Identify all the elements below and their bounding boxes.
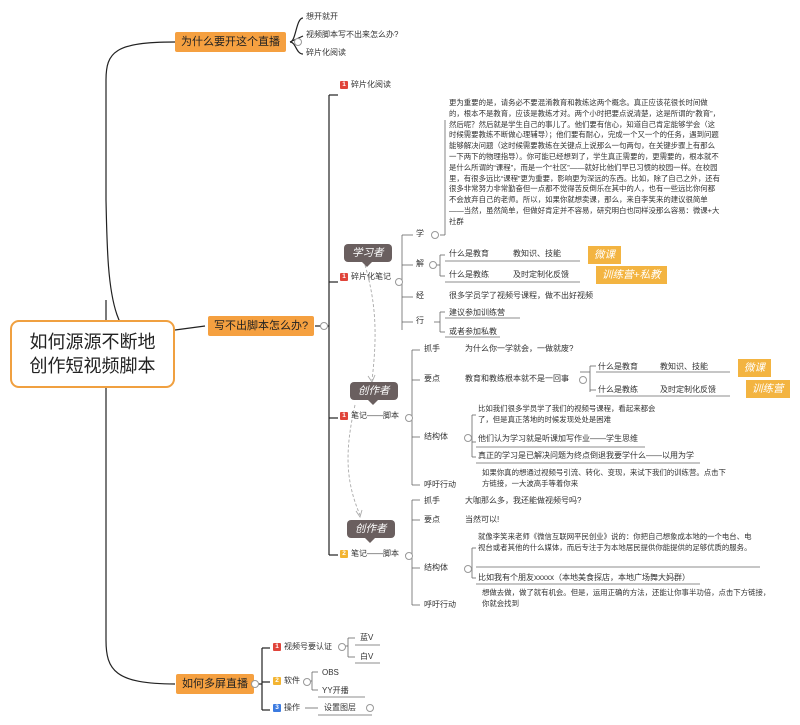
xue-paragraph: 更为重要的是，请务必不要混淆教育和教练这两个概念。真正应该花很长时间做的，根本不… (449, 98, 720, 226)
node-xing[interactable]: 行 (416, 316, 424, 325)
jie-value[interactable]: 教知识、技能 (513, 249, 561, 258)
collapse-toggle[interactable] (251, 680, 259, 688)
collapse-toggle[interactable] (429, 261, 437, 269)
collapse-toggle[interactable] (464, 434, 472, 442)
jing-text[interactable]: 很多学员学了视频号课程，做不出好视频 (449, 291, 593, 300)
b1-item[interactable]: 视频脚本写不出来怎么办? (306, 30, 399, 39)
root-line1: 如何源源不断地 (29, 332, 156, 352)
yaodian-text[interactable]: 当然可以! (465, 515, 500, 524)
jiegouti-item[interactable]: 就像李笑来老师《微信互联网平民创业》说的：你把自己想象成本地的一个电台、电视台或… (478, 532, 752, 552)
node-xue[interactable]: 学 (416, 229, 424, 238)
tag-camp-private: 训练营+私教 (596, 266, 667, 284)
b3-child[interactable]: 蓝V (360, 633, 374, 642)
node-zhuashou[interactable]: 抓手 (424, 344, 440, 353)
jiegouti-item[interactable]: 真正的学习是已解决问题为终点倒退我要学什么——以用为学 (478, 451, 694, 460)
node-jiegouti[interactable]: 结构体 (424, 432, 448, 441)
collapse-toggle[interactable] (294, 38, 302, 46)
yaodian-value[interactable]: 及时定制化反馈 (660, 385, 716, 394)
node-jiegouti[interactable]: 结构体 (424, 563, 448, 572)
collapse-toggle[interactable] (405, 552, 413, 560)
jie-value[interactable]: 及时定制化反馈 (513, 270, 569, 279)
branch-no-script[interactable]: 写不出脚本怎么办? (208, 316, 315, 336)
node-jing[interactable]: 经 (416, 291, 424, 300)
collapse-toggle[interactable] (338, 643, 346, 651)
jiegouti-item[interactable]: 他们认为学习就是听课加写作业——学生思维 (478, 434, 638, 443)
root-topic[interactable]: 如何源源不断地 创作短视频脚本 (10, 320, 175, 388)
collapse-toggle[interactable] (320, 322, 328, 330)
jie-label[interactable]: 什么是教育 (449, 249, 489, 258)
tag-camp: 训练营 (746, 380, 790, 398)
node-huhu[interactable]: 呼吁行动 (424, 600, 456, 609)
node-jie[interactable]: 解 (416, 259, 424, 268)
badge-creator: 创作者 (350, 382, 398, 405)
collapse-toggle[interactable] (366, 704, 374, 712)
b3-child[interactable]: 白V (360, 652, 374, 661)
branch-multiscreen[interactable]: 如何多屏直播 (176, 674, 254, 694)
zhuashou-text[interactable]: 为什么你一学就会，一做就废? (465, 344, 574, 353)
yaodian-text[interactable]: 教育和教练根本就不是一回事 (465, 374, 569, 383)
b3-child[interactable]: YY开播 (322, 686, 349, 695)
node-yaodian[interactable]: 要点 (424, 515, 440, 524)
yaodian-value[interactable]: 教知识、技能 (660, 362, 708, 371)
branch-why-live[interactable]: 为什么要开这个直播 (175, 32, 286, 52)
collapse-toggle[interactable] (579, 376, 587, 384)
jiegouti-item[interactable]: 比如我有个朋友xxxxx（本地美食探店，本地广场舞大妈群） (478, 573, 690, 582)
huhu-text[interactable]: 想做去做，做了就有机会。但是，运用正确的方法，还能让你事半功倍，点击下方链接，你… (482, 588, 771, 608)
b3-child[interactable]: OBS (322, 668, 339, 677)
node-zhuashou[interactable]: 抓手 (424, 496, 440, 505)
jiegouti-item[interactable]: 比如我们很多学员学了我们的视频号课程，看起来都会了，但是真正落地的时候发现处处是… (478, 404, 656, 424)
collapse-toggle[interactable] (303, 678, 311, 686)
node-huhu[interactable]: 呼吁行动 (424, 480, 456, 489)
yaodian-label[interactable]: 什么是教练 (598, 385, 638, 394)
jie-label[interactable]: 什么是教练 (449, 270, 489, 279)
zhuashou-text[interactable]: 大咖那么多，我还能做视频号吗? (465, 496, 582, 505)
collapse-toggle[interactable] (464, 565, 472, 573)
badge-creator: 创作者 (347, 520, 395, 543)
tag-microcourse: 微课 (738, 359, 771, 377)
tag-microcourse: 微课 (588, 246, 621, 264)
collapse-toggle[interactable] (395, 278, 403, 286)
b1-item[interactable]: 想开就开 (306, 12, 338, 21)
badge-learner: 学习者 (344, 244, 392, 267)
collapse-toggle[interactable] (405, 414, 413, 422)
collapse-toggle[interactable] (431, 231, 439, 239)
root-line2: 创作短视频脚本 (29, 356, 156, 376)
b3-child[interactable]: 设置图层 (324, 703, 356, 712)
huhu-text[interactable]: 如果你真的想通过视频号引流、转化、变现，来试下我们的训练营。点击下方链接，一大波… (482, 468, 726, 488)
b1-item[interactable]: 碎片化阅读 (306, 48, 346, 57)
yaodian-label[interactable]: 什么是教育 (598, 362, 638, 371)
node-yaodian[interactable]: 要点 (424, 374, 440, 383)
xing-item[interactable]: 建议参加训练营 (449, 308, 505, 317)
xing-item[interactable]: 或者参加私教 (449, 327, 497, 336)
